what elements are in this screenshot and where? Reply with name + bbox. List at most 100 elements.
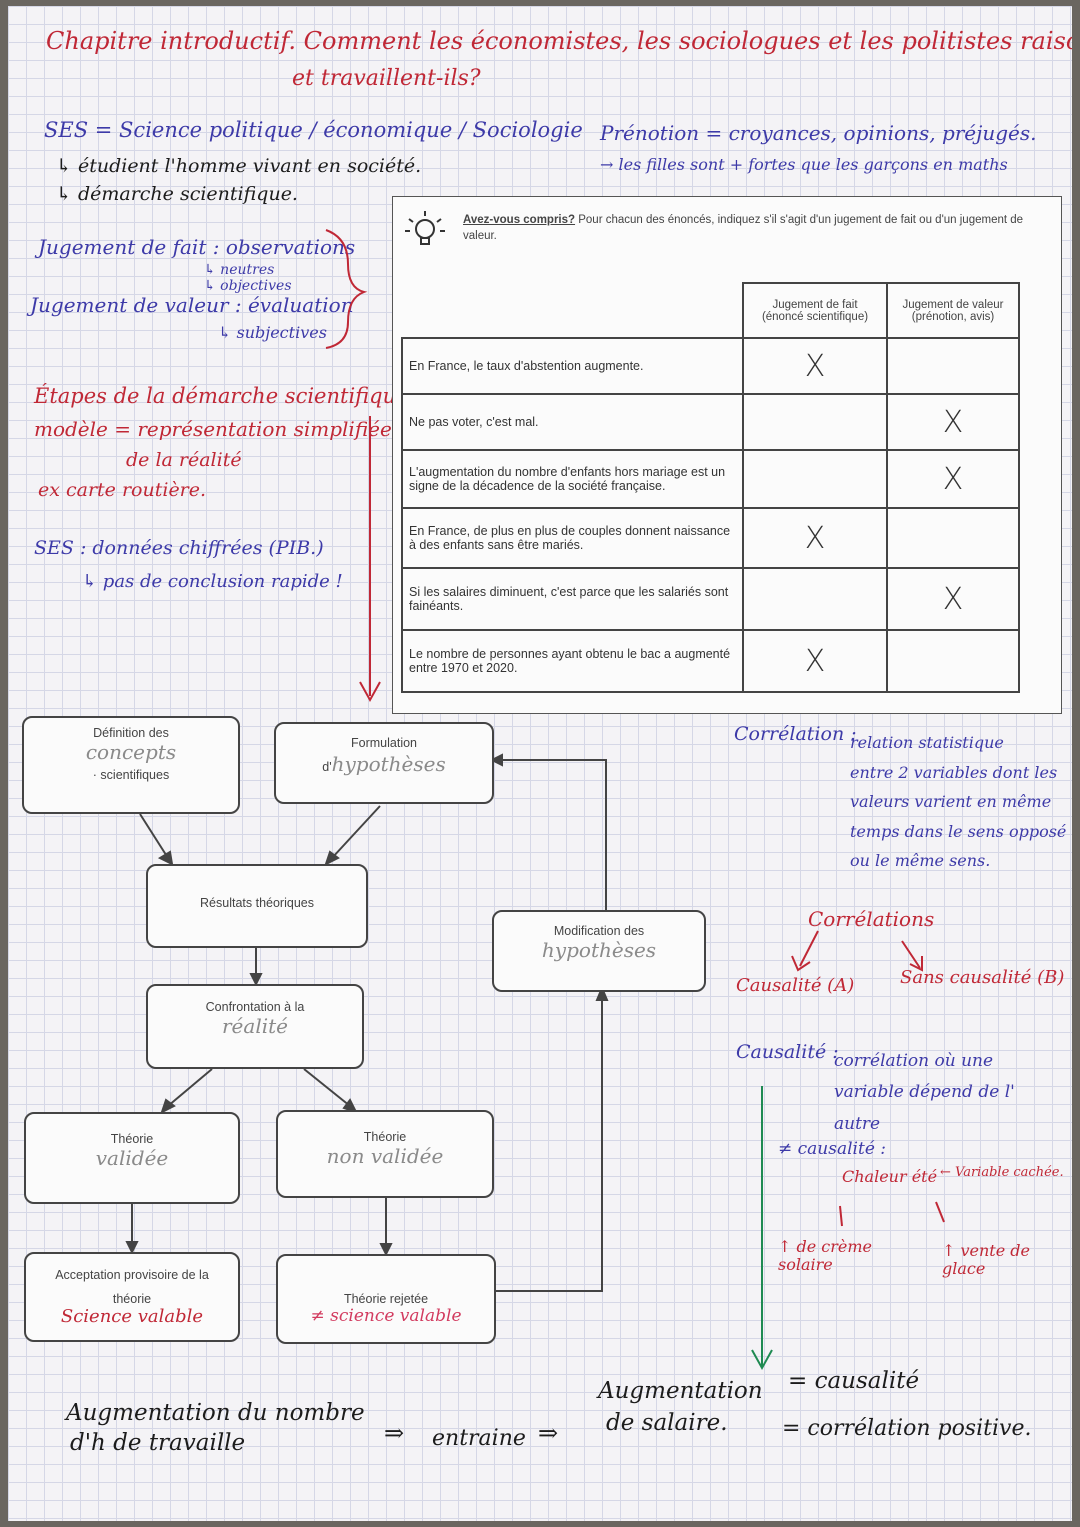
statement-cell: Ne pas voter, c'est mal. [401,393,744,451]
acceptation-label: Acceptation provisoire de la [55,1268,209,1282]
table-row: Si les salaires diminuent, c'est parce q… [401,567,1020,631]
hand-drawn-arrows [125,229,945,1371]
creme-solaire: ↑ de crème solaire [778,1237,873,1275]
header-fait-label: Jugement de fait [772,298,858,311]
modification-fill: hypothèses [541,938,657,962]
causalite-def-line: autre [834,1113,881,1134]
ses-definition: SES = Science politique / économique / S… [44,118,583,142]
modification-label: Modification des [553,924,645,938]
page-title-line2: et travaillent-ils? [292,66,481,91]
modele-definition: modèle = représentation simplifiée [34,417,392,441]
header-jugement-valeur: Jugement de valeur(prénotion, avis) [886,282,1020,339]
confrontation-label: Confrontation à la [205,1000,305,1014]
ses-demarche: ↳ démarche scientifique. [56,183,298,205]
mark-fait [742,393,888,451]
quiz-exercise: Avez-vous compris? Pour chacun des énonc… [392,196,1062,714]
box-theorie-rejetee: Théorie rejetée ≠ science valable [276,1254,496,1344]
ses-donnees: SES : données chiffrées (PIB.) [34,537,324,559]
resultats-label: Résultats théoriques [200,896,314,910]
table-row: En France, de plus en plus de couples do… [401,507,1020,569]
header-valeur-label: Jugement de valeur [902,298,1004,311]
mark-valeur [886,337,1020,395]
box-theorie-non-validee: Théorie non validée [276,1110,494,1198]
box-theorie-validee: Théorie validée [24,1112,240,1204]
jugement-valeur: Jugement de valeur : évaluation [30,293,354,317]
correlation-def-line: valeurs varient en même [850,792,1052,812]
bottom-entraine: entraine [432,1426,526,1451]
header-valeur-sub: (prénotion, avis) [911,310,995,323]
mark-fait [742,449,888,509]
x-mark: X [942,404,964,440]
concepts-fill: concepts [85,740,177,764]
correlation-def-line: temps dans le sens opposé [850,821,1067,841]
correlation-def-line: relation statistique [850,733,1004,752]
jugement-fait: Jugement de fait : observations [38,235,356,259]
causalite-definition: corrélation où une variable dépend de l'… [834,1046,1064,1140]
ses-conclusion: ↳ pas de conclusion rapide ! [82,571,343,592]
quiz-corner [402,283,744,339]
hypotheses-fill: hypothèses [331,752,446,776]
causalite-def-line: variable dépend de l' [834,1082,1015,1103]
box-definition-concepts: Définition des concepts · scientifiques [22,716,240,814]
subjectives: ↳ subjectives [218,323,327,342]
x-mark: X [942,461,964,497]
box-modification-hypotheses: Modification des hypothèses [492,910,706,992]
science-valable: Science valable [60,1306,204,1327]
x-mark: X [804,643,826,679]
theorie-a-label: Théorie [110,1132,154,1146]
bottom-left-line2: d'h de travaille [70,1430,246,1456]
correlation-def-line: entre 2 variables dont les [850,762,1058,782]
causalite-label: Causalité : [736,1041,839,1063]
statement-cell: En France, de plus en plus de couples do… [401,507,744,569]
bottom-mid-line2: de salaire. [606,1410,728,1436]
mark-fait: X [742,337,888,395]
notebook-page: Chapitre introductif. Comment les économ… [8,6,1072,1521]
page-title: Chapitre introductif. Comment les économ… [46,27,1072,55]
table-row: En France, le taux d'abstention augmente… [401,337,1020,395]
prenotion-example: → les filles sont + fortes que les garço… [600,155,1008,174]
neutres: ↳ neutres [204,262,275,278]
quiz-prompt-title: Avez-vous compris? [463,214,576,226]
bottom-left-line1: Augmentation du nombre [66,1400,365,1426]
mark-fait: X [742,629,888,693]
vente-glace: ↑ vente de glace [942,1241,1030,1279]
non-validee-fill: non validée [326,1144,444,1168]
non-science-valable: ≠ science valable [310,1306,462,1326]
variable-cachee: ← Variable cachée. [940,1165,1064,1180]
statement-cell: Si les salaires diminuent, c'est parce q… [401,567,744,631]
statement-cell: En France, le taux d'abstention augmente… [401,337,744,395]
table-row: L'augmentation du nombre d'enfants hors … [401,449,1020,509]
correlation-definition: relation statistique entre 2 variables d… [850,728,1072,876]
box-confrontation-realite: Confrontation à la réalité [146,984,364,1069]
sans-causalite-b: Sans causalité (B) [900,967,1065,988]
header-jugement-fait: Jugement de fait(énoncé scientifique) [742,282,888,339]
quiz-prompt-text: Pour chacun des énoncés, indiquez s'il s… [463,214,1024,242]
objectives: ↳ objectives [204,278,292,294]
box-resultats-theoriques: Résultats théoriques [146,864,368,948]
bottom-arrow-1: ⇒ [384,1419,405,1447]
correlation-def-line: ou le même sens. [850,851,991,871]
bottom-correlation-positive: = corrélation positive. [782,1416,1032,1441]
x-mark: X [804,348,826,384]
x-mark: X [804,520,826,556]
formulation-d: d' [322,760,332,774]
bottom-arrow-2: ⇒ [538,1419,559,1447]
mark-valeur: X [886,393,1020,451]
mark-valeur [886,507,1020,569]
rejetee-label: Théorie rejetée [343,1292,429,1306]
bottom-causalite: = causalité [788,1368,920,1394]
mark-valeur: X [886,567,1020,631]
validee-fill: validée [95,1146,169,1170]
mark-valeur [886,629,1020,693]
theorie-b-label: Théorie [363,1130,407,1144]
realite-fill: réalité [222,1014,288,1038]
statement-cell: L'augmentation du nombre d'enfants hors … [401,449,744,509]
mark-fait: X [742,507,888,569]
table-row: Ne pas voter, c'est mal. X [401,393,1020,451]
prenotion-definition: Prénotion = croyances, opinions, préjugé… [600,121,1037,145]
causalite-a: Causalité (A) [736,975,855,996]
statement-cell: Le nombre de personnes ayant obtenu le b… [401,629,744,693]
causalite-def-line: corrélation où une [834,1051,994,1071]
x-mark: X [942,581,964,617]
box-formulation-hypotheses: Formulation d'hypothèses [274,722,494,804]
